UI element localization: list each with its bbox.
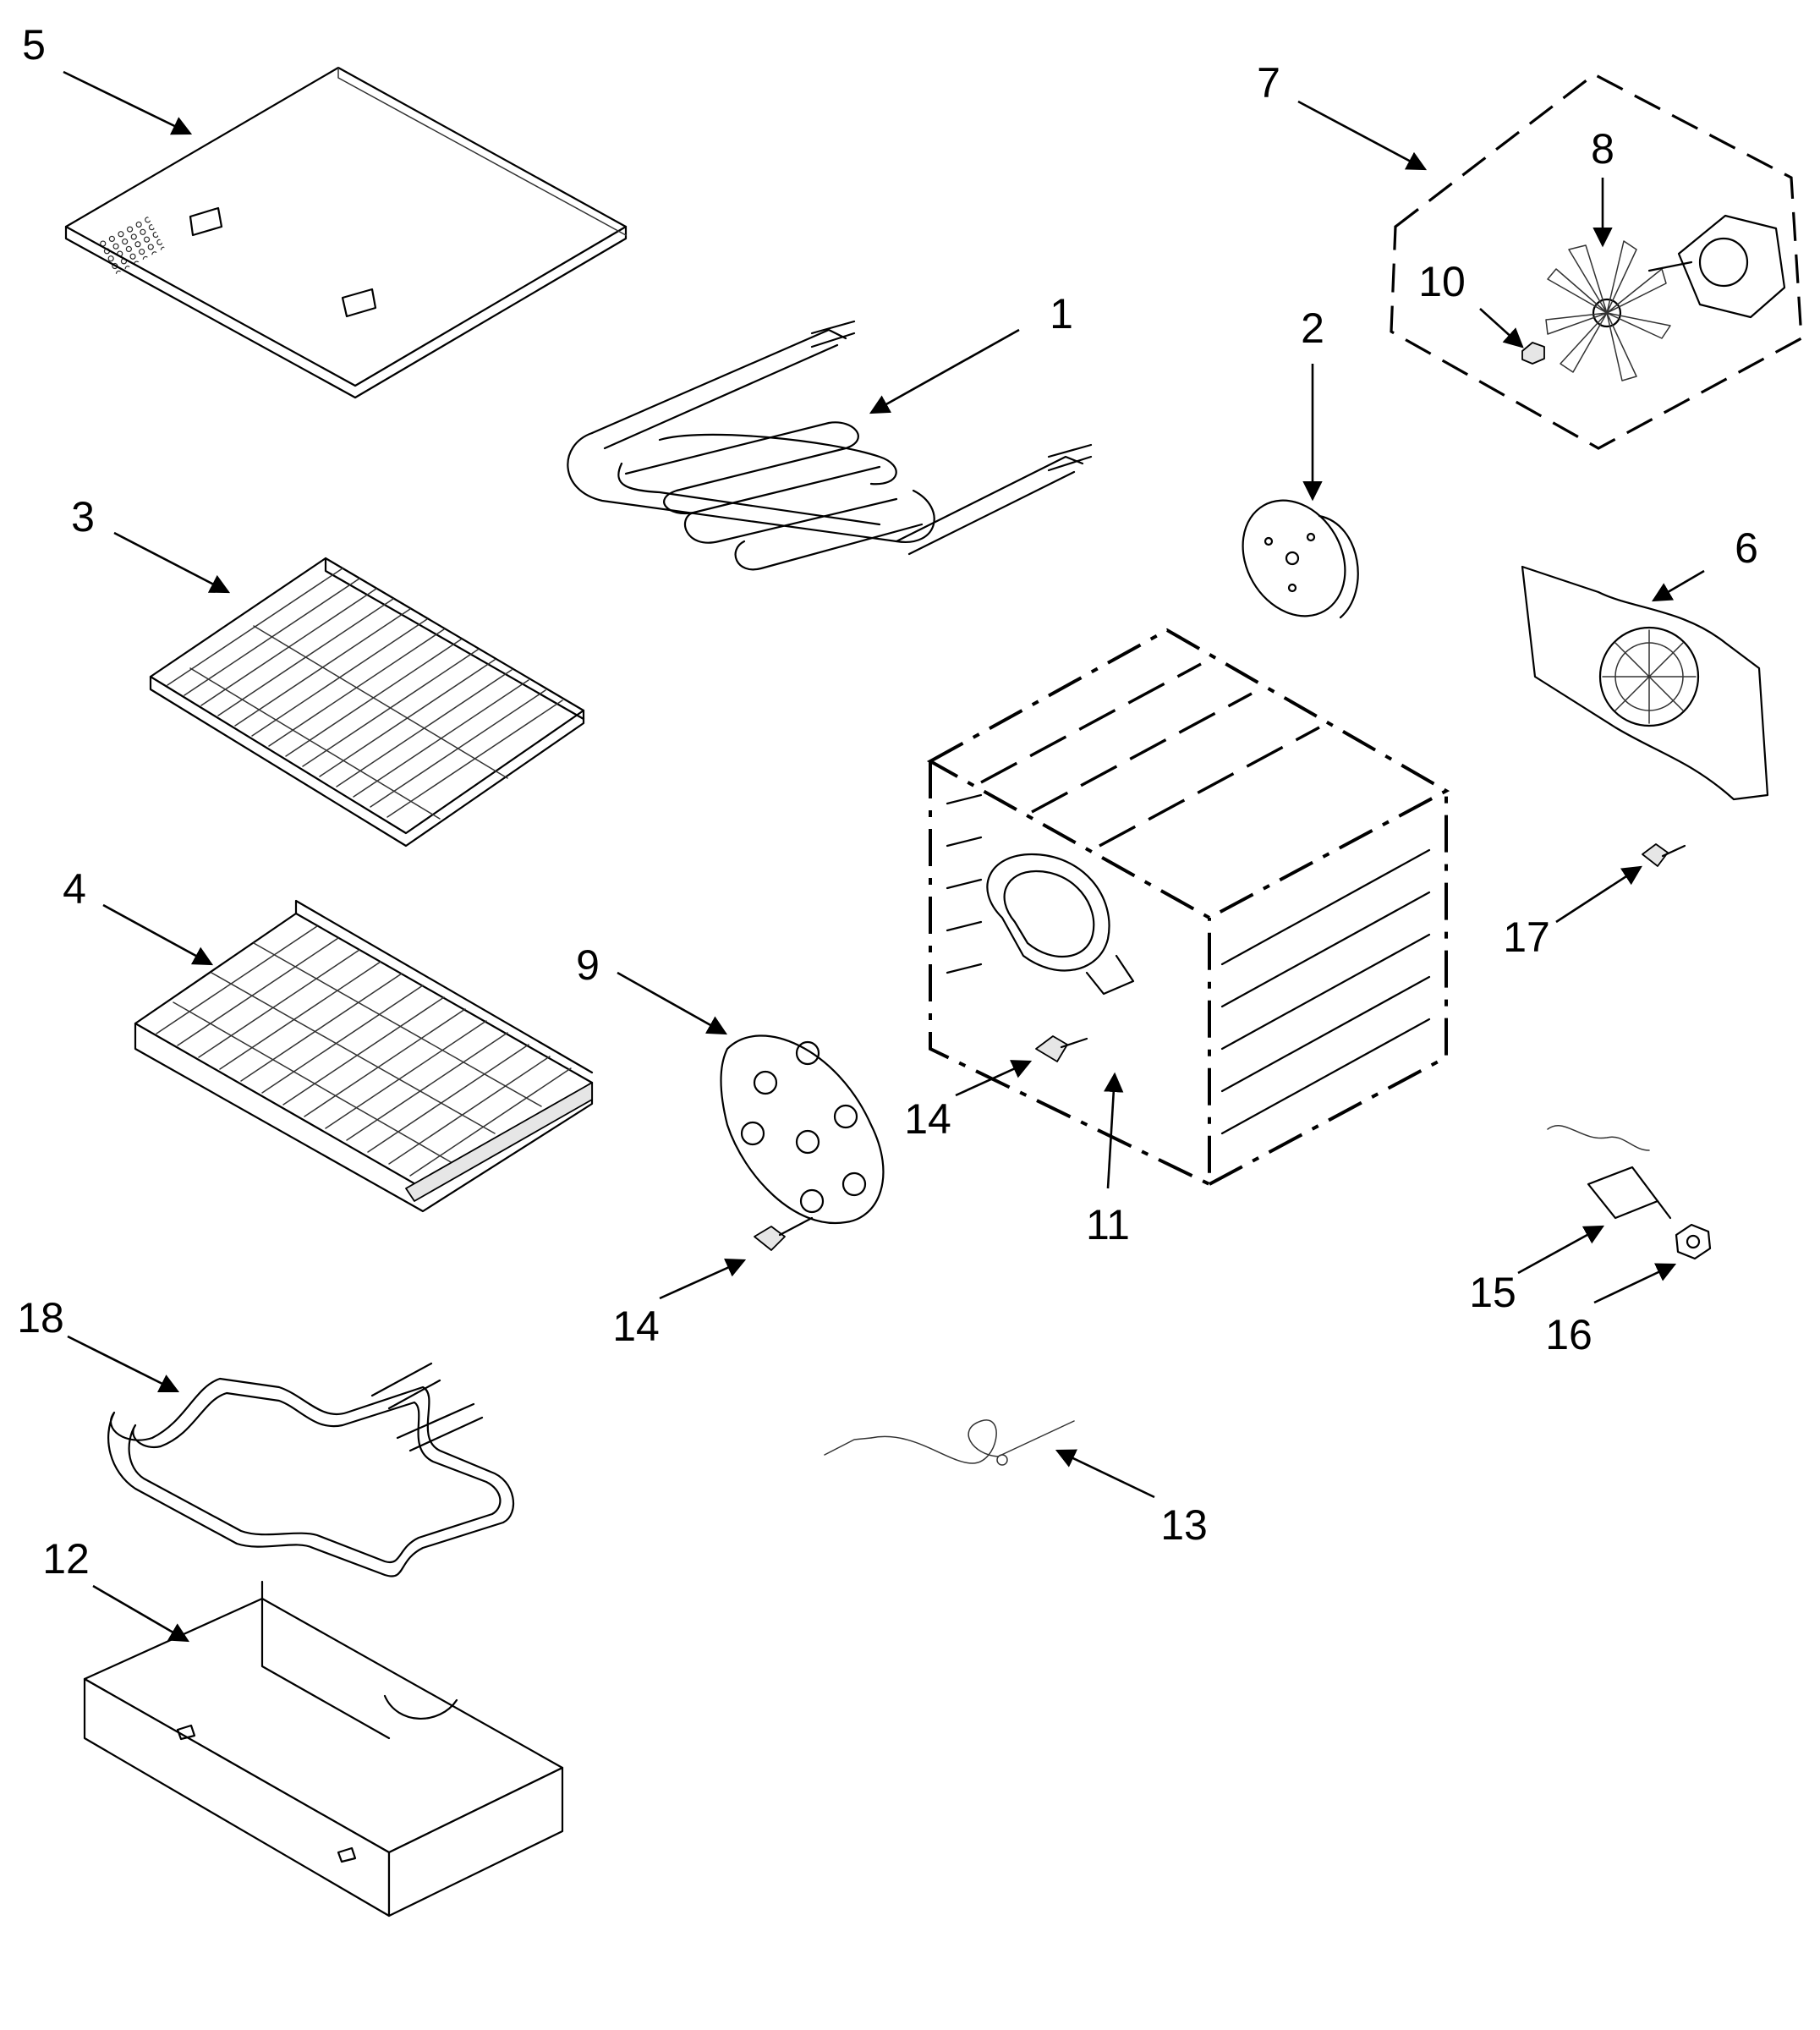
arrow-14-lower xyxy=(659,1258,747,1300)
callout-15: 15 xyxy=(1469,1269,1516,1316)
part-14-screw-lower xyxy=(754,1216,814,1251)
part-14-screw-upper xyxy=(1035,1035,1088,1062)
part-16-nut xyxy=(1675,1223,1712,1260)
callout-9: 9 xyxy=(576,941,600,989)
callout-12: 12 xyxy=(42,1535,90,1583)
callout-4: 4 xyxy=(63,865,86,913)
part-11-oven-cavity xyxy=(926,628,1450,1188)
arrow-15 xyxy=(1517,1225,1605,1275)
callout-5: 5 xyxy=(22,21,46,69)
callout-18: 18 xyxy=(17,1294,64,1341)
part-2-fan-plate xyxy=(1242,499,1359,619)
arrow-12 xyxy=(92,1584,190,1643)
part-12-bottom-pan xyxy=(83,1580,564,1918)
arrow-4 xyxy=(102,903,214,966)
part-8-fan-blade xyxy=(1545,240,1671,381)
arrow-13 xyxy=(1055,1449,1155,1499)
callout-labels: 5 1 2 3 4 7 8 10 6 9 14 11 17 14 15 16 1… xyxy=(17,21,1758,1583)
arrow-6 xyxy=(1651,569,1705,602)
callout-14-lower: 14 xyxy=(612,1303,660,1350)
arrow-10 xyxy=(1479,308,1524,348)
part-5-top-panel xyxy=(64,66,628,399)
callout-16: 16 xyxy=(1545,1311,1592,1358)
arrow-18 xyxy=(67,1335,180,1393)
callout-8: 8 xyxy=(1591,125,1614,173)
callout-13: 13 xyxy=(1160,1501,1208,1549)
arrow-17 xyxy=(1555,865,1642,924)
callout-10: 10 xyxy=(1418,258,1466,305)
part-6-fan-shroud xyxy=(1521,565,1769,801)
arrow-9 xyxy=(617,971,728,1035)
part-18-bake-element xyxy=(107,1362,515,1577)
part-15-sensor xyxy=(1547,1125,1672,1220)
arrow-11 xyxy=(1104,1072,1124,1189)
arrow-5 xyxy=(63,70,193,135)
part-3-oven-rack xyxy=(149,557,585,848)
callout-2: 2 xyxy=(1301,304,1324,352)
part-13-meat-probe xyxy=(824,1419,1075,1466)
arrow-7 xyxy=(1297,100,1428,171)
callout-3: 3 xyxy=(71,493,95,540)
arrow-14-upper xyxy=(955,1060,1033,1097)
callout-17: 17 xyxy=(1503,914,1550,961)
callout-1: 1 xyxy=(1050,290,1073,337)
callout-7: 7 xyxy=(1257,59,1280,107)
arrow-16 xyxy=(1593,1263,1677,1304)
callout-14-upper: 14 xyxy=(904,1095,951,1143)
arrow-1 xyxy=(869,328,1020,414)
part-10-nut xyxy=(1521,342,1545,365)
part-17-screw xyxy=(1642,843,1686,867)
part-4-rollout-rack xyxy=(134,899,594,1213)
part-1-broil-element xyxy=(567,320,1093,571)
callout-6: 6 xyxy=(1735,524,1758,572)
leader-arrows xyxy=(63,70,1705,1643)
callout-11: 11 xyxy=(1086,1201,1130,1248)
part-9-back-plate xyxy=(720,1034,885,1225)
part-7-convection-fan-assembly xyxy=(1390,73,1803,450)
arrow-3 xyxy=(113,531,231,594)
fan-motor xyxy=(1647,214,1786,319)
